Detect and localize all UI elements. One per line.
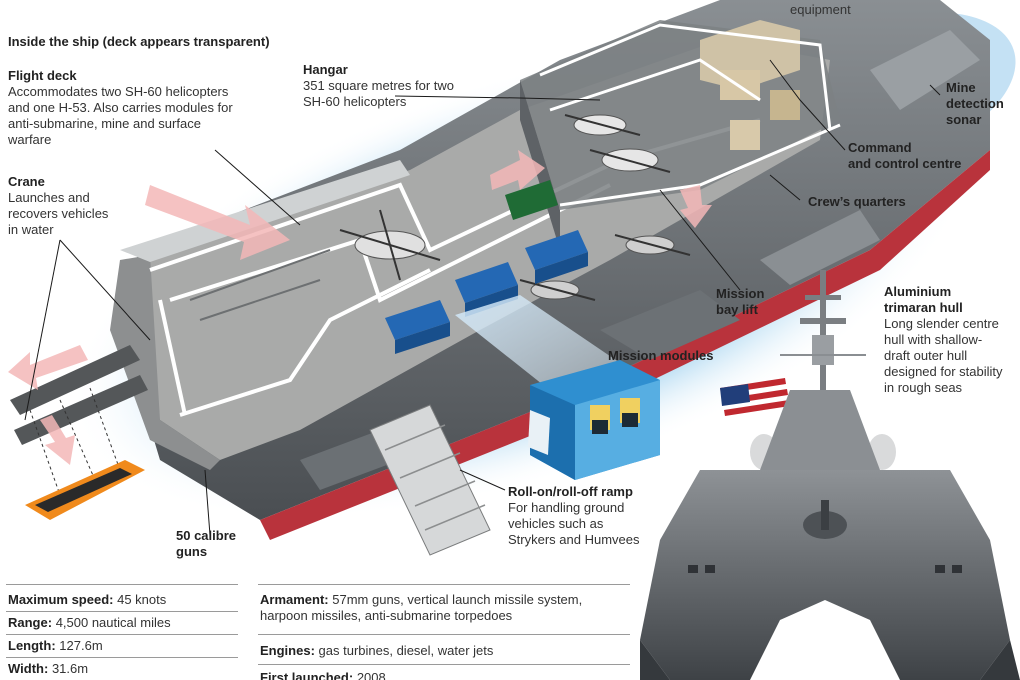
- us-flag: [720, 378, 790, 425]
- equipment-label: equipment: [790, 2, 851, 17]
- spec-divider: [258, 634, 630, 635]
- hull-line-1: Long slender centre: [884, 316, 999, 331]
- hangar-label: Hangar 351 square metres for two SH-60 h…: [303, 62, 503, 110]
- crane-line-1: Launches and: [8, 190, 90, 205]
- guns-line-2: guns: [176, 544, 208, 559]
- spec-length-value: 127.6m: [59, 638, 103, 653]
- specs-top-rule-right: [258, 584, 630, 585]
- motion-arrows: [8, 150, 712, 465]
- spec-range-key: Range:: [8, 615, 53, 630]
- hangar-line-2: SH-60 helicopters: [303, 94, 407, 109]
- crane-title: Crane: [8, 174, 45, 189]
- spec-width: Width: 31.6m: [8, 661, 88, 677]
- spec-max-speed: Maximum speed: 45 knots: [8, 592, 166, 608]
- helicopter-5: [519, 279, 596, 301]
- mission-bay-lift-line-1: Mission: [716, 286, 765, 301]
- flight-deck-line-4: warfare: [8, 132, 52, 147]
- spec-armament-key: Armament:: [260, 592, 329, 607]
- spec-range-value: 4,500 nautical miles: [55, 615, 171, 630]
- spec-width-value: 31.6m: [51, 661, 89, 676]
- spec-first-launched: First launched: 2008: [260, 670, 386, 680]
- spec-first-launched-key: First launched:: [260, 670, 354, 680]
- spec-divider: [6, 634, 238, 635]
- mine-sonar-line-1: Mine: [946, 80, 976, 95]
- command-label: Command and control centre: [848, 140, 998, 172]
- rescue-boat: [25, 460, 145, 520]
- spec-armament: Armament: 57mm guns, vertical launch mis…: [260, 592, 630, 624]
- ramp-label: Roll-on/roll-off ramp For handling groun…: [508, 484, 668, 548]
- ramp-line-2: vehicles such as: [508, 516, 604, 531]
- spec-engines: Engines: gas turbines, diesel, water jet…: [260, 643, 493, 659]
- spec-length: Length: 127.6m: [8, 638, 103, 654]
- hull-line-2: hull with shallow-: [884, 332, 983, 347]
- helicopter-1: [339, 209, 441, 281]
- command-line-1: Command: [848, 140, 912, 155]
- spec-armament-value-1: 57mm guns, vertical launch missile syste…: [332, 592, 583, 607]
- mission-bay-lift-label: Mission bay lift: [716, 286, 806, 318]
- spec-length-key: Length:: [8, 638, 56, 653]
- subtitle: Inside the ship (deck appears transparen…: [8, 34, 270, 49]
- mine-sonar-line-2: detection: [946, 96, 1004, 111]
- hull-line-5: in rough seas: [884, 380, 963, 395]
- spec-armament-value-2: harpoon missiles, anti-submarine torpedo…: [260, 608, 513, 623]
- ramp-illustration: [369, 404, 491, 556]
- crews-quarters-label: Crew’s quarters: [808, 194, 906, 209]
- crane-line-2: recovers vehicles: [8, 206, 109, 221]
- hull-line-4: designed for stability: [884, 364, 1003, 379]
- mine-sonar-line-3: sonar: [946, 112, 982, 127]
- spec-first-launched-value: 2008: [356, 670, 386, 680]
- hull-title-2: trimaran hull: [884, 300, 963, 315]
- spec-divider: [6, 611, 238, 612]
- helicopter-2: [589, 148, 671, 173]
- ramp-title: Roll-on/roll-off ramp: [508, 484, 633, 499]
- hangar-title: Hangar: [303, 62, 348, 77]
- mission-modules-label: Mission modules: [608, 348, 714, 363]
- mission-bay-lift-line-2: bay lift: [716, 302, 758, 317]
- spec-engines-key: Engines:: [260, 643, 315, 658]
- mission-module-box: [528, 360, 660, 480]
- helicopter-3: [564, 114, 641, 136]
- guns-line-1: 50 calibre: [176, 528, 236, 543]
- spec-divider: [6, 657, 238, 658]
- mine-sonar-label: Mine detection sonar: [946, 80, 1018, 128]
- hull-title-1: Aluminium: [884, 284, 952, 299]
- ramp-line-1: For handling ground: [508, 500, 625, 515]
- flight-deck-line-2: and one H-53. Also carries modules for: [8, 100, 233, 115]
- flight-deck-line-1: Accommodates two SH-60 helicopters: [8, 84, 229, 99]
- hull-label: Aluminium trimaran hull Long slender cen…: [884, 284, 1020, 396]
- spec-max-speed-key: Maximum speed:: [8, 592, 114, 607]
- spec-engines-value: gas turbines, diesel, water jets: [318, 643, 494, 658]
- guns-label: 50 calibre guns: [176, 528, 276, 560]
- crane-label: Crane Launches and recovers vehicles in …: [8, 174, 148, 238]
- spec-width-key: Width:: [8, 661, 49, 676]
- flight-deck-line-3: anti-submarine, mine and surface: [8, 116, 201, 131]
- leader-lines: [24, 59, 941, 536]
- hull-line-3: draft outer hull: [884, 348, 968, 363]
- ramp-line-3: Strykers and Humvees: [508, 532, 640, 547]
- ship-front-view: [640, 270, 1020, 680]
- command-line-2: and control centre: [848, 156, 962, 171]
- helicopter-4: [614, 234, 691, 256]
- spec-max-speed-value: 45 knots: [117, 592, 167, 607]
- flight-deck-title: Flight deck: [8, 68, 77, 83]
- specs-top-rule: [6, 584, 238, 585]
- hangar-line-1: 351 square metres for two: [303, 78, 455, 93]
- spec-range: Range: 4,500 nautical miles: [8, 615, 171, 631]
- crane-line-3: in water: [8, 222, 54, 237]
- spec-divider: [258, 664, 630, 665]
- flight-deck-label: Flight deck Accommodates two SH-60 helic…: [8, 68, 268, 148]
